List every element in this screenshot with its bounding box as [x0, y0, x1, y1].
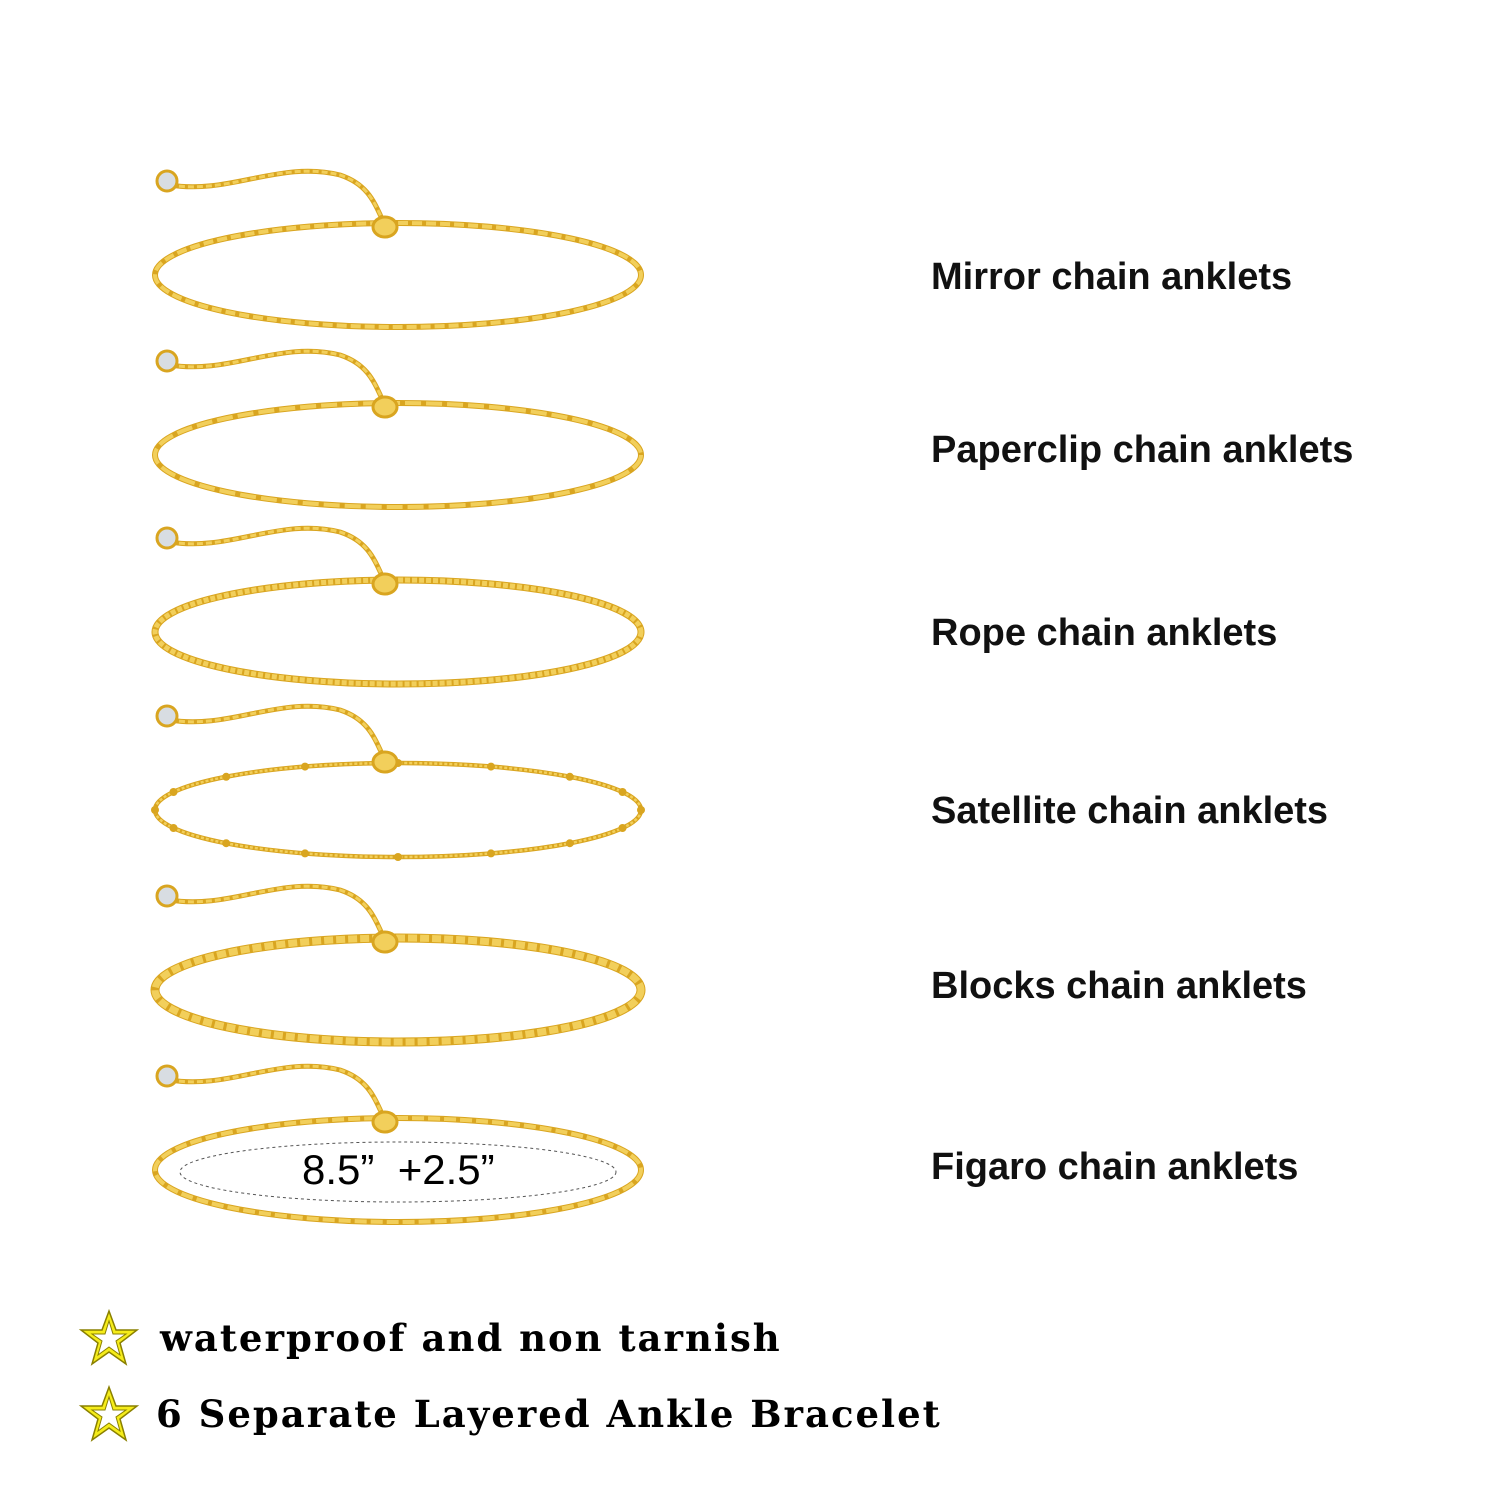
- anklet-set-image: [150, 168, 646, 1225]
- size-label: 8.5” +2.5”: [302, 1146, 495, 1193]
- anklet-figaro: [152, 1063, 644, 1225]
- satellite-bead: [486, 849, 495, 858]
- satellite-bead: [618, 788, 627, 797]
- size-outline: [179, 1141, 617, 1203]
- anklet-label-satellite: Satellite chain anklets: [931, 790, 1329, 832]
- satellite-bead: [301, 762, 310, 771]
- satellite-bead: [169, 788, 178, 797]
- chain-links: [153, 1116, 643, 1224]
- satellite-bead: [301, 849, 310, 858]
- anklet-mirror: [152, 168, 644, 330]
- crystal-charm: [155, 884, 179, 908]
- anklet-rope: [151, 525, 645, 688]
- extender-links: [169, 704, 387, 761]
- chain-links: [153, 221, 643, 329]
- feature-text: 6 Separate Layered Ankle Bracelet: [156, 1392, 942, 1436]
- extender-links: [169, 169, 387, 226]
- chain-links: [153, 401, 643, 509]
- extender-links: [169, 884, 387, 941]
- lobster-clasp: [371, 215, 399, 239]
- star-icon: [78, 1308, 140, 1366]
- chain-links: [151, 934, 645, 1046]
- satellite-bead: [222, 772, 231, 781]
- crystal-charm: [155, 704, 179, 728]
- satellite-bead: [486, 762, 495, 771]
- satellite-bead: [151, 806, 159, 814]
- chain-links: [152, 577, 644, 687]
- crystal-charm: [155, 349, 179, 373]
- extender-links: [169, 1064, 387, 1121]
- anklet-label-figaro: Figaro chain anklets: [931, 1146, 1299, 1188]
- satellite-bead: [618, 823, 627, 832]
- satellite-bead: [169, 823, 178, 832]
- extender-links: [169, 349, 387, 406]
- anklet-label-mirror: Mirror chain anklets: [931, 256, 1293, 298]
- star-icon: [78, 1384, 140, 1442]
- satellite-bead: [222, 839, 231, 848]
- satellite-bead: [565, 839, 574, 848]
- anklet-blocks: [150, 883, 646, 1047]
- satellite-bead: [565, 772, 574, 781]
- anklet-label-rope: Rope chain anklets: [931, 612, 1278, 654]
- crystal-charm: [155, 526, 179, 550]
- lobster-clasp: [371, 572, 399, 596]
- crystal-charm: [155, 1064, 179, 1088]
- anklet-satellite: [151, 703, 645, 861]
- extender-links: [169, 526, 387, 583]
- feature-item: 6 Separate Layered Ankle Bracelet: [78, 1384, 942, 1444]
- anklet-label-blocks: Blocks chain anklets: [931, 965, 1307, 1007]
- anklet-label-paperclip: Paperclip chain anklets: [931, 429, 1354, 471]
- satellite-bead: [637, 806, 645, 814]
- lobster-clasp: [371, 1110, 399, 1134]
- anklet-paperclip: [152, 348, 644, 510]
- lobster-clasp: [371, 750, 399, 774]
- lobster-clasp: [371, 930, 399, 954]
- feature-text: waterproof and non tarnish: [160, 1316, 782, 1360]
- feature-item: waterproof and non tarnish: [78, 1308, 782, 1368]
- crystal-charm: [155, 169, 179, 193]
- satellite-bead: [394, 853, 402, 861]
- lobster-clasp: [371, 395, 399, 419]
